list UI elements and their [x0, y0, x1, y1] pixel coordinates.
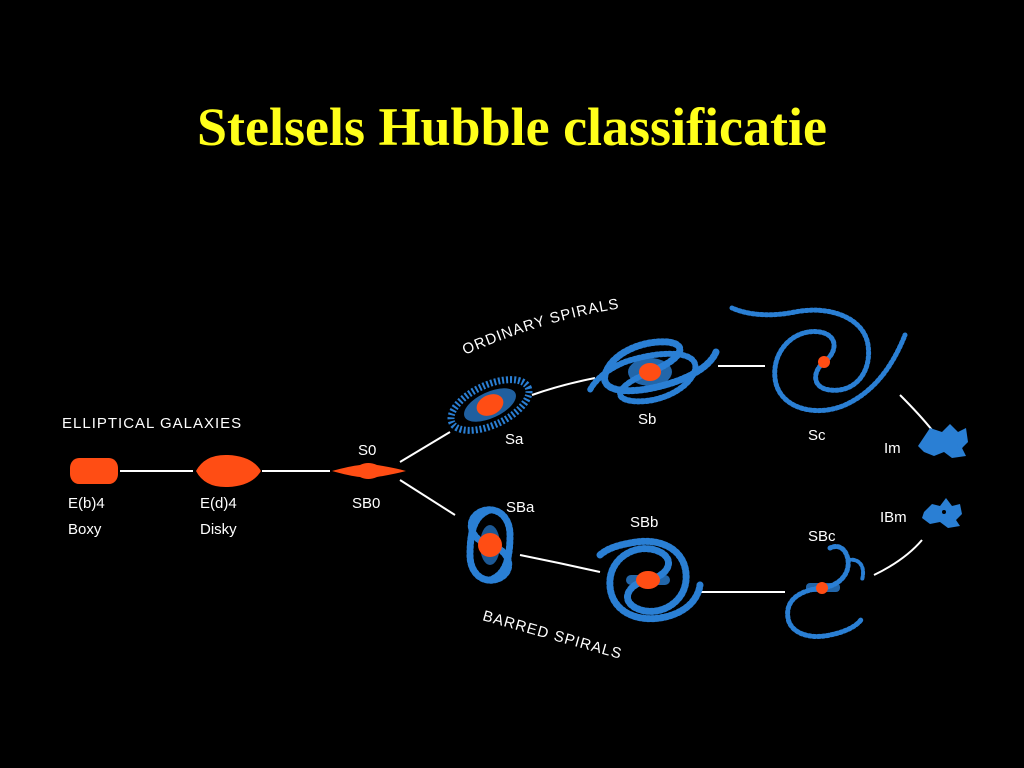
connector-sc-im — [899, 394, 933, 431]
galaxy-sc — [729, 305, 908, 414]
page-title: Stelsels Hubble classificatie — [197, 97, 827, 157]
connector-sb0-sba — [399, 479, 456, 516]
galaxy-eb4 — [70, 458, 118, 484]
connector-sbc-ibm — [873, 539, 923, 576]
label-im: Im — [884, 440, 901, 457]
label-sbc: SBc — [808, 528, 836, 545]
label-elliptical-galaxies: ELLIPTICAL GALAXIES — [62, 415, 242, 432]
label-ibm: IBm — [880, 509, 907, 526]
connector-s0-sa — [399, 431, 451, 463]
label-ordinary-spirals: ORDINARY SPIRALS — [460, 296, 621, 359]
label-sbb: SBb — [630, 514, 658, 531]
galaxy-sa — [447, 376, 533, 434]
galaxy-sb — [587, 338, 720, 405]
galaxy-ed4 — [196, 454, 261, 488]
galaxy-im — [918, 424, 968, 458]
connector-sa-sb — [531, 377, 596, 396]
label-sb0: SB0 — [352, 495, 380, 512]
galaxy-ibm — [922, 498, 962, 528]
galaxy-sba — [466, 506, 514, 584]
galaxy-sbc — [785, 544, 865, 639]
label-barred-spirals: BARRED SPIRALS — [481, 607, 624, 662]
label-ed4-sub: Disky — [200, 521, 237, 538]
galaxy-s0 — [332, 463, 406, 479]
label-sba: SBa — [506, 499, 535, 516]
label-ed4: E(d)4 — [200, 495, 237, 512]
label-eb4-sub: Boxy — [68, 521, 102, 538]
label-sa: Sa — [505, 431, 524, 448]
galaxy-sbb — [596, 537, 704, 623]
label-sc: Sc — [808, 427, 826, 444]
label-eb4: E(b)4 — [68, 495, 105, 512]
label-s0: S0 — [358, 442, 376, 459]
connector-lines — [120, 365, 933, 593]
connector-sba-sbb — [519, 554, 601, 573]
label-sb: Sb — [638, 411, 656, 428]
